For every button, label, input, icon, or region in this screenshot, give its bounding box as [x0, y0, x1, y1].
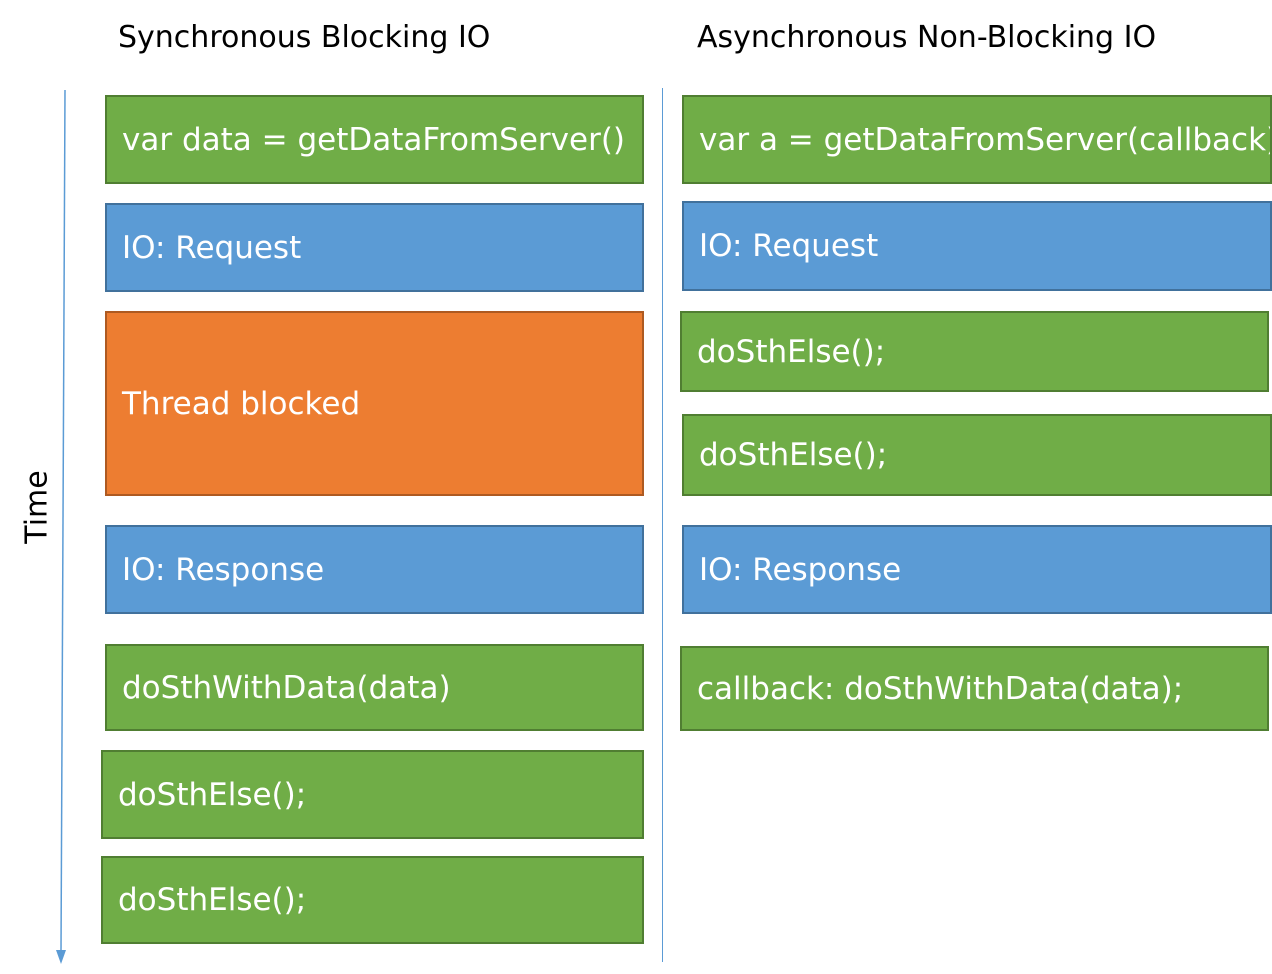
sync-step-io-response-label: IO: Response [122, 551, 325, 588]
async-step-io-response: IO: Response [682, 525, 1272, 614]
sync-column-title: Synchronous Blocking IO [118, 20, 491, 55]
time-axis-arrow [56, 90, 66, 964]
sync-step-do-else-2: doSthElse(); [101, 856, 644, 944]
sync-step-io-response: IO: Response [105, 525, 644, 614]
sync-step-do-else-2-label: doSthElse(); [118, 882, 307, 918]
sync-step-do-else-1: doSthElse(); [101, 750, 644, 839]
async-step-do-else-1-label: doSthElse(); [697, 333, 886, 370]
async-step-io-request: IO: Request [682, 201, 1272, 291]
sync-step-do-else-1-label: doSthElse(); [118, 776, 307, 813]
async-step-call: var a = getDataFromServer(callback) [682, 95, 1272, 184]
column-divider [662, 88, 663, 962]
async-step-io-response-label: IO: Response [699, 551, 902, 588]
time-axis-label: Time [19, 470, 55, 544]
async-step-io-request-label: IO: Request [699, 228, 879, 264]
sync-step-io-request: IO: Request [105, 203, 644, 292]
async-step-do-else-2-label: doSthElse(); [699, 437, 888, 473]
sync-step-thread-blocked-label: Thread blocked [122, 385, 361, 422]
sync-step-call: var data = getDataFromServer() [105, 95, 644, 184]
async-step-callback: callback: doSthWithData(data); [680, 646, 1269, 731]
sync-step-process-data-label: doSthWithData(data) [122, 669, 451, 706]
async-step-do-else-1: doSthElse(); [680, 311, 1269, 392]
async-column-title: Asynchronous Non-Blocking IO [697, 20, 1157, 55]
async-step-callback-label: callback: doSthWithData(data); [697, 670, 1184, 707]
async-step-call-label: var a = getDataFromServer(callback) [699, 121, 1272, 158]
sync-step-process-data: doSthWithData(data) [105, 644, 644, 731]
sync-step-call-label: var data = getDataFromServer() [122, 121, 626, 158]
sync-step-io-request-label: IO: Request [122, 229, 302, 266]
async-step-do-else-2: doSthElse(); [682, 414, 1272, 496]
sync-step-thread-blocked: Thread blocked [105, 311, 644, 496]
